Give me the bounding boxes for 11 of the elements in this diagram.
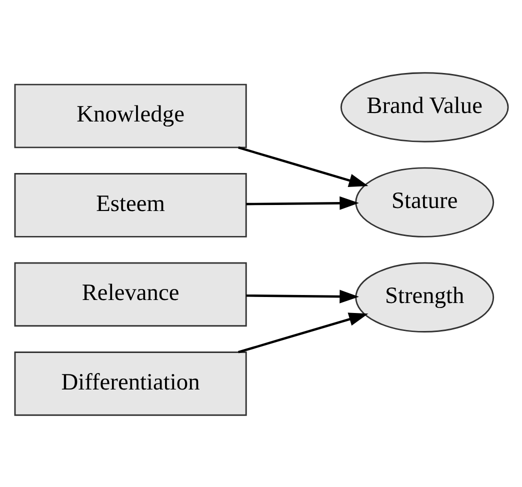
node-ellipse: Strength (354, 262, 494, 332)
node-box: Relevance (14, 262, 246, 326)
arrow (238, 146, 368, 187)
arrow (238, 312, 368, 353)
node-ellipse: Stature (354, 166, 494, 237)
node-box: Knowledge (14, 83, 246, 148)
arrow (246, 196, 358, 210)
node-box: Esteem (14, 172, 246, 237)
node-ellipse: Brand Value (340, 72, 508, 142)
node-box: Differentiation (14, 351, 246, 416)
arrow (246, 289, 358, 303)
